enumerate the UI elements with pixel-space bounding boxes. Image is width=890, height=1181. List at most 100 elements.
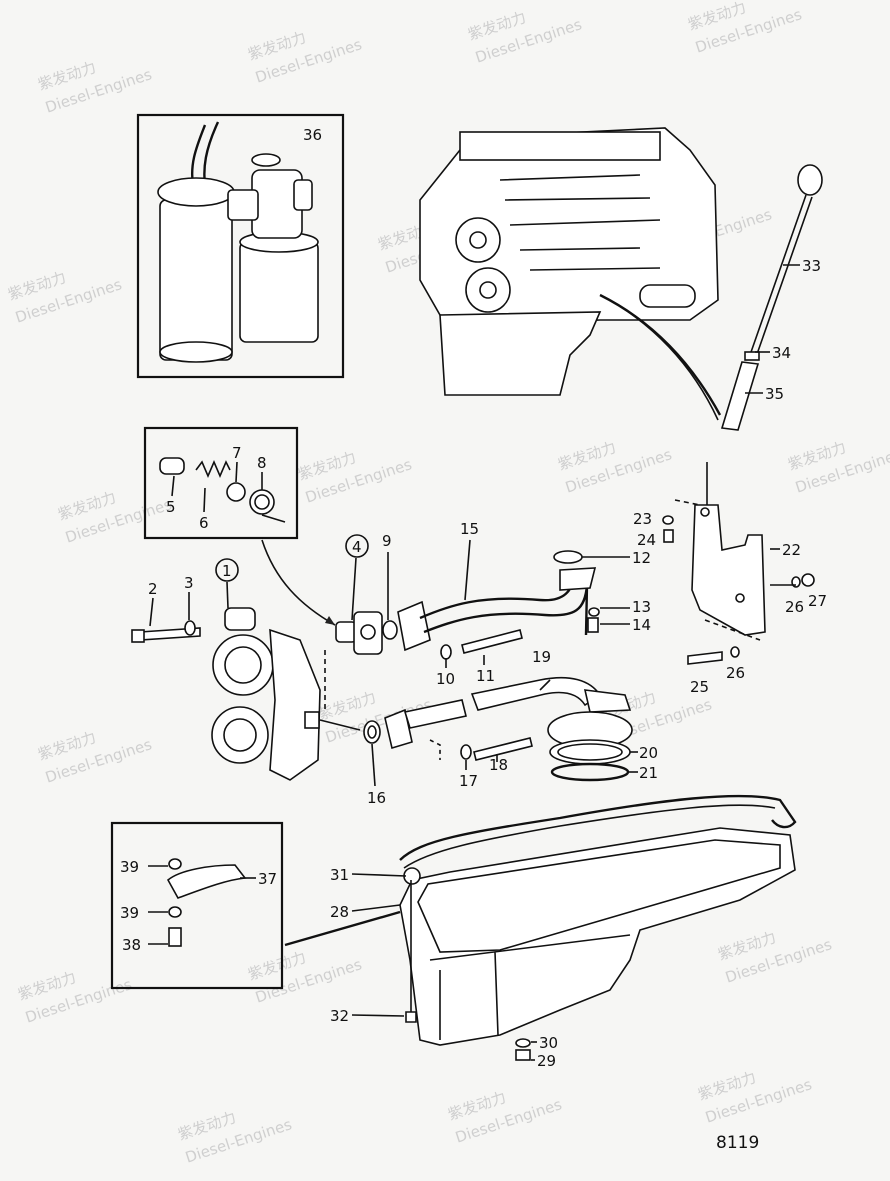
callout-5: 5 — [166, 498, 176, 516]
callout-4: 4 — [352, 538, 362, 556]
leader-4 — [351, 557, 357, 621]
drain-plug-29 — [515, 1049, 531, 1061]
delivery-pipe-15-outline — [423, 584, 589, 636]
callout-16: 16 — [367, 789, 386, 807]
washer-39-upper — [168, 858, 182, 870]
callout-13: 13 — [632, 598, 651, 616]
washer-39-lower — [168, 906, 182, 918]
delivery-pipe-group: 4 9 10 11 15 12 13 14 — [335, 520, 651, 688]
callout-1-circle — [215, 558, 239, 582]
callout-11: 11 — [476, 667, 495, 685]
suction-pipe-flange — [384, 708, 413, 750]
callout-10: 10 — [436, 670, 455, 688]
callout-19: 19 — [532, 648, 551, 666]
callout-27: 27 — [808, 592, 827, 610]
arrow-relief-to-pump-head — [325, 616, 335, 625]
o-ring-16-inner — [367, 725, 377, 739]
valve-cover — [459, 131, 661, 161]
bolt-24 — [663, 529, 674, 543]
pump-outlet — [304, 711, 320, 729]
callout-1: 1 — [222, 562, 232, 580]
relief-valve-seal-ring — [249, 489, 275, 515]
starter-motor — [639, 284, 696, 308]
relief-valve-housing-4 — [335, 621, 357, 643]
sump-gasket-plug — [403, 867, 421, 885]
filter-hose-outline — [203, 121, 220, 186]
leader-32 — [351, 1014, 405, 1017]
leader-6 — [203, 487, 206, 513]
filter-valve-block — [227, 189, 259, 221]
bypass-filter-top — [157, 177, 235, 207]
callout-20: 20 — [639, 744, 658, 762]
bracket-hole-top — [700, 507, 710, 517]
leader-28 — [351, 904, 401, 912]
callout-14: 14 — [632, 616, 651, 634]
pump-mounting-lug — [224, 607, 256, 631]
filter-hose — [191, 124, 207, 186]
callout-33: 33 — [802, 257, 821, 275]
relief-valve-plug — [159, 457, 185, 475]
pump-bolt-head — [131, 629, 145, 643]
inset-oil-filter: 36 — [136, 113, 345, 379]
strainer-ring-21 — [550, 762, 630, 782]
pipe-bolt-11 — [461, 629, 523, 654]
pipe-end-flange — [397, 600, 431, 652]
sump-gasket-inner-edge — [403, 804, 776, 869]
timing-gear-upper-hub — [469, 231, 487, 249]
filter-head-cap — [251, 153, 281, 167]
inset-frame-36 — [136, 113, 345, 379]
callout-12: 12 — [632, 549, 651, 567]
inset-frame-relief-valve — [143, 426, 299, 540]
bolt-14 — [587, 617, 599, 633]
callout-17: 17 — [459, 772, 478, 790]
relief-valve-axis — [261, 514, 286, 523]
inset-frame-clamp — [110, 821, 284, 990]
timing-gear-lower-hub — [479, 281, 497, 299]
dipstick: 33 34 35 — [720, 164, 823, 431]
engine-detail-lines — [499, 174, 661, 271]
bracket-22 — [691, 504, 766, 636]
callout-7: 7 — [232, 444, 242, 462]
callout-18: 18 — [489, 756, 508, 774]
oil-sump-28 — [399, 827, 796, 1046]
dipstick-rod — [749, 194, 813, 358]
callout-2: 2 — [148, 580, 158, 598]
strainer-mesh — [557, 743, 623, 761]
dipstick-tube-outline — [609, 299, 719, 421]
callout-6: 6 — [199, 514, 209, 532]
bracket-dashed-top — [674, 499, 701, 506]
pipe-gasket-9 — [382, 620, 398, 640]
suction-pipe-bracket — [583, 689, 632, 713]
sump-bolt-32 — [405, 1011, 417, 1023]
callout-28: 28 — [330, 903, 349, 921]
nut-27 — [801, 573, 815, 587]
drain-washer-30 — [515, 1038, 531, 1048]
arrow-relief-to-pump — [261, 539, 336, 626]
oil-pump: 2 3 1 — [131, 558, 326, 781]
callout-3: 3 — [184, 574, 194, 592]
inset-relief-valve: 5 6 7 8 — [143, 426, 336, 626]
pump-gear-upper-hub — [224, 646, 262, 684]
bracket-dashed-bottom — [704, 619, 761, 641]
leader-19 — [539, 679, 551, 691]
pipe-flange-bore — [360, 624, 376, 640]
delivery-pipe-15 — [419, 574, 577, 620]
diagram-number: 8119 — [716, 1133, 759, 1153]
clamp-37 — [166, 864, 247, 899]
dipstick-tube-end — [720, 361, 760, 431]
callout-37: 37 — [258, 870, 277, 888]
callout-39-lower: 39 — [120, 904, 139, 922]
pump-washer — [184, 620, 196, 636]
callout-35: 35 — [765, 385, 784, 403]
leader-2 — [149, 597, 154, 627]
leader-7 — [235, 461, 238, 483]
